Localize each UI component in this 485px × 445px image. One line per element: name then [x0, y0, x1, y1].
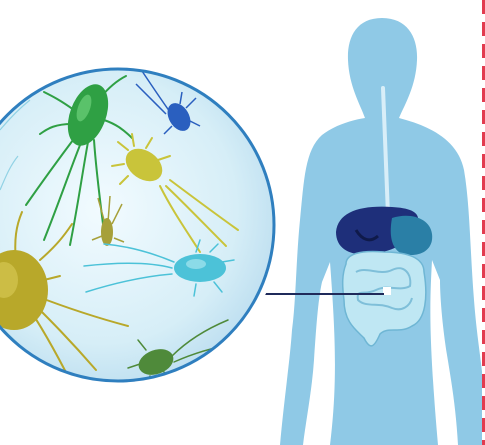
pointer-target	[383, 287, 391, 295]
magnifier-circle-icon	[0, 47, 278, 392]
